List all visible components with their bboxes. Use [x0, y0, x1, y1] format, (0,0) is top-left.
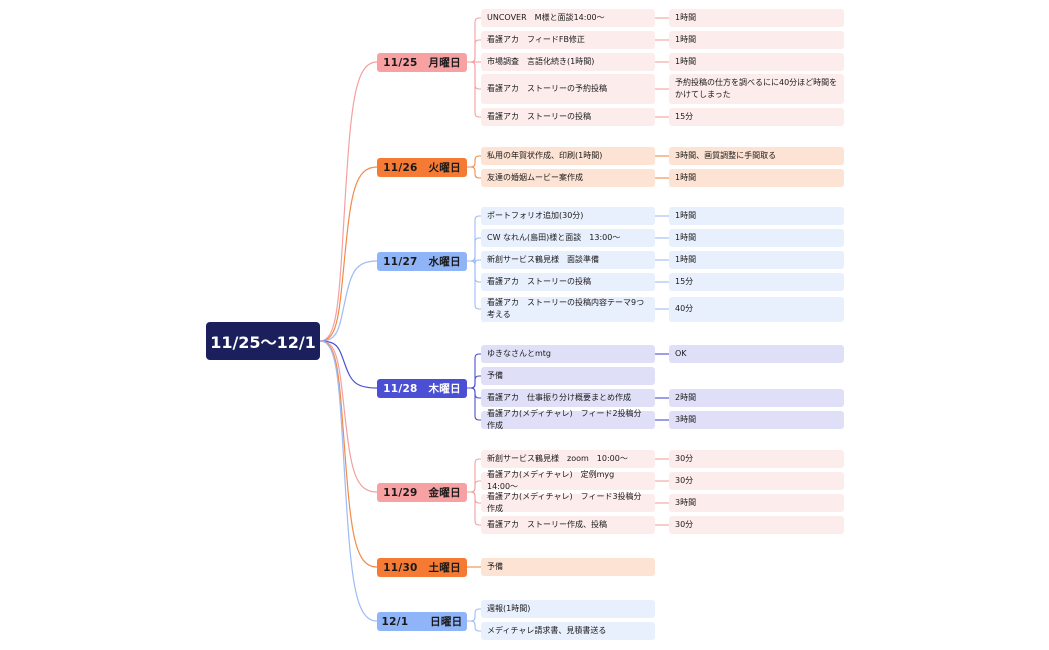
connector-line	[467, 387, 481, 421]
day-node[interactable]: 11/29 金曜日	[377, 482, 467, 502]
connector-line	[467, 237, 481, 262]
task-time-note[interactable]: 1時間	[669, 229, 844, 247]
task-time-note[interactable]: OK	[669, 345, 844, 363]
task-time-note[interactable]: 30分	[669, 450, 844, 468]
task-time-note[interactable]: 1時間	[669, 207, 844, 225]
connector-line	[467, 260, 481, 310]
connector-line	[467, 166, 481, 179]
connector-line	[319, 340, 378, 493]
task-time-note[interactable]: 3時間	[669, 494, 844, 512]
task-item[interactable]: 週報(1時間)	[481, 600, 655, 618]
task-item[interactable]: 看護アカ(メディチャレ) フィード3投稿分作成	[481, 492, 655, 513]
task-time-note[interactable]: 3時間	[669, 411, 844, 429]
task-item[interactable]: 看護アカ フィードFB修正	[481, 31, 655, 49]
connector-line	[467, 491, 481, 526]
task-item[interactable]: ゆきなさんとmtg	[481, 345, 655, 363]
connector-line	[467, 61, 481, 90]
task-time-note[interactable]: 1時間	[669, 9, 844, 27]
connector-line	[467, 608, 481, 622]
connector-line	[467, 458, 481, 493]
task-item[interactable]: 看護アカ ストーリー作成、投稿	[481, 516, 655, 534]
task-item[interactable]: 看護アカ ストーリーの投稿	[481, 108, 655, 126]
day-node[interactable]: 11/27 水曜日	[377, 251, 467, 271]
connector-line	[467, 155, 481, 168]
task-item[interactable]: 新創サービス鶴見様 面談準備	[481, 251, 655, 269]
task-item[interactable]: ポートフォリオ追加(30分)	[481, 207, 655, 225]
connector-line	[467, 620, 481, 632]
task-time-note[interactable]: 15分	[669, 273, 844, 291]
day-node[interactable]: 12/1 日曜日	[377, 611, 467, 631]
connector-line	[467, 39, 481, 63]
connector-line	[319, 166, 378, 342]
task-time-note[interactable]: 15分	[669, 108, 844, 126]
task-item[interactable]: 看護アカ(メディチャレ) 定例myg 14:00〜	[481, 470, 655, 491]
task-item[interactable]: 新創サービス鶴見様 zoom 10:00〜	[481, 450, 655, 468]
task-time-note[interactable]: 3時間、画質調整に手間取る	[669, 147, 844, 165]
task-time-note[interactable]: 2時間	[669, 389, 844, 407]
connector-line	[467, 61, 481, 118]
day-node[interactable]: 11/25 月曜日	[377, 52, 467, 72]
task-item[interactable]: 看護アカ(メディチャレ) フィード2投稿分作成	[481, 409, 655, 430]
task-item[interactable]: CW なれん(島田)様と面談 13:00〜	[481, 229, 655, 247]
connector-line	[467, 480, 481, 493]
task-item[interactable]: 看護アカ ストーリーの投稿	[481, 273, 655, 291]
connector-line	[319, 340, 378, 389]
task-time-note[interactable]: 予約投稿の仕方を調べるにに40分ほど時間をかけてしまった	[669, 74, 844, 104]
connector-line	[467, 260, 481, 283]
task-time-note[interactable]: 1時間	[669, 31, 844, 49]
task-item[interactable]: メディチャレ請求書、見積書送る	[481, 622, 655, 640]
connector-line	[319, 260, 378, 342]
task-time-note[interactable]: 30分	[669, 516, 844, 534]
root-node[interactable]: 11/25〜12/1	[206, 322, 320, 360]
connector-line	[319, 340, 378, 568]
connector-line	[467, 353, 481, 389]
connector-line	[467, 375, 481, 389]
task-item[interactable]: 私用の年賀状作成、印刷(1時間)	[481, 147, 655, 165]
task-item[interactable]: 友達の婚姻ムービー案作成	[481, 169, 655, 187]
task-item[interactable]: 予備	[481, 367, 655, 385]
day-node[interactable]: 11/26 火曜日	[377, 157, 467, 177]
task-time-note[interactable]: 40分	[669, 296, 844, 322]
task-time-note[interactable]: 1時間	[669, 169, 844, 187]
task-time-note[interactable]: 1時間	[669, 251, 844, 269]
task-item[interactable]: 看護アカ ストーリーの投稿内容テーマ9つ考える	[481, 296, 655, 322]
task-item[interactable]: UNCOVER M様と面談14:00〜	[481, 9, 655, 27]
day-node[interactable]: 11/28 木曜日	[377, 378, 467, 398]
task-item[interactable]: 看護アカ 仕事振り分け概要まとめ作成	[481, 389, 655, 407]
task-item[interactable]: 予備	[481, 558, 655, 576]
connector-line	[319, 340, 378, 622]
day-node[interactable]: 11/30 土曜日	[377, 557, 467, 577]
task-time-note[interactable]: 30分	[669, 472, 844, 490]
task-item[interactable]: 市場調査 言語化続き(1時間)	[481, 53, 655, 71]
task-time-note[interactable]: 1時間	[669, 53, 844, 71]
connector-line	[319, 61, 378, 342]
task-item[interactable]: 看護アカ ストーリーの予約投稿	[481, 74, 655, 104]
